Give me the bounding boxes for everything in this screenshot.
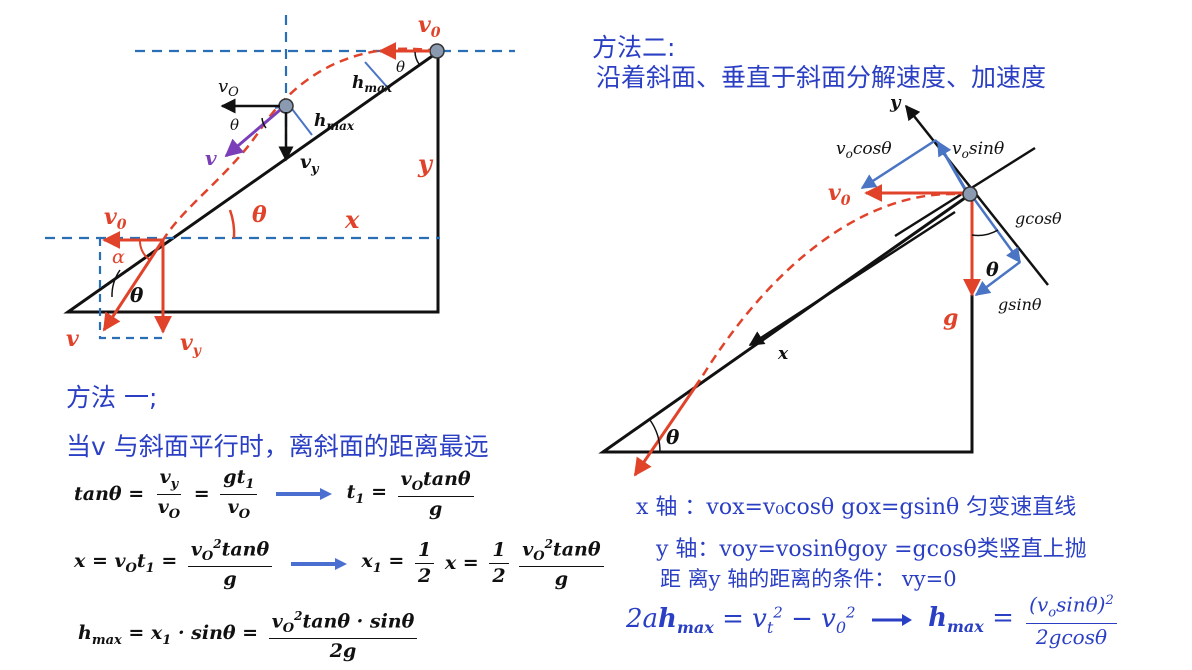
label-hmax-top: hmax	[352, 73, 393, 95]
label-vosin: vosinθ	[952, 139, 1004, 161]
label-x-left: x	[344, 205, 360, 234]
theta-arc-top	[414, 51, 420, 65]
incline-triangle-left	[63, 49, 440, 314]
distance-condition: 距 离y 轴的距离的条件： vy=0	[660, 567, 957, 591]
label-x-axis: x	[777, 344, 789, 364]
label-theta-mid: θ	[230, 116, 239, 134]
label-vy-bottom: vy	[180, 330, 202, 359]
theta-arc-base-right	[649, 419, 661, 453]
label-v-bottom: v	[66, 326, 79, 352]
y-axis-description: y 轴：voy=vosinθgoy =gcosθ类竖直上抛	[656, 537, 1087, 562]
alpha-arc	[138, 239, 151, 261]
method1-title: 方法 一;	[66, 383, 158, 412]
label-vy-mid: vy	[300, 151, 320, 177]
right-diagram	[598, 104, 1049, 477]
label-gsin: gsinθ	[998, 295, 1042, 314]
label-alpha: α	[112, 246, 125, 268]
label-theta-bottom: θ	[130, 283, 144, 307]
dash-small-box	[98, 238, 165, 340]
right-labels: y vocosθ vosinθ v0 gcosθ θ g gsinθ x θ	[666, 92, 1062, 449]
v-arrow-bottom	[102, 239, 165, 332]
trajectory-exit	[633, 379, 702, 477]
label-y-axis: y	[889, 92, 902, 113]
label-v0-right: v0	[828, 180, 851, 209]
label-vocos: vocosθ	[836, 139, 892, 161]
label-theta-base: θ	[252, 202, 267, 228]
label-v-mid: v	[205, 146, 217, 170]
label-theta-g: θ	[986, 259, 999, 281]
left-diagram	[45, 15, 515, 340]
ball-right	[962, 186, 978, 202]
label-v0-bottom: v0	[104, 204, 127, 233]
x-axis-arrow	[748, 210, 956, 347]
theta-arc-bottom	[111, 269, 121, 298]
label-theta-top: θ	[396, 58, 405, 76]
ball-top	[429, 43, 445, 59]
x-axis-description: x 轴 ：vox=v₀cosθ gox=gsinθ 匀变速直线	[636, 495, 1077, 520]
method2-description: 沿着斜面、垂直于斜面分解速度、加速度	[596, 63, 1047, 92]
trajectory-left	[161, 47, 438, 241]
vosin-arrow	[936, 140, 968, 191]
gsin-arrow	[974, 261, 1021, 296]
ball-mid	[278, 98, 294, 114]
label-v0-top: v0	[418, 12, 441, 41]
gcos-arrow	[970, 195, 1022, 264]
method2-title: 方法二:	[592, 33, 676, 62]
hmax-marker-top	[364, 61, 389, 89]
method1-condition: 当v 与斜面平行时，离斜面的距离最远	[66, 432, 489, 461]
left-labels: v0 θ hmax vO θ hmax v vy y θ x v0 α θ v …	[66, 12, 441, 359]
v-arrow-mid	[224, 108, 281, 158]
label-v0-mid: vO	[218, 76, 239, 100]
label-y-left: y	[417, 149, 434, 178]
theta-arc-g	[971, 229, 999, 237]
incline-triangle-right	[598, 190, 974, 454]
eq1-arrow	[276, 488, 333, 501]
hmax-marker-mid	[288, 104, 313, 136]
label-g: g	[943, 305, 958, 331]
vocos-arrow	[860, 138, 937, 190]
theta-arc-mid	[261, 117, 267, 129]
trajectory-right	[698, 192, 971, 381]
eq2-arrow	[290, 557, 347, 570]
eq1-lhs: tanθ =	[74, 482, 145, 505]
label-theta-base-right: θ	[666, 425, 680, 449]
label-hmax-mid: hmax	[314, 111, 355, 133]
final-arrow	[871, 614, 912, 627]
label-gcos: gcosθ	[1015, 209, 1062, 228]
theta-arc-base	[228, 209, 236, 239]
